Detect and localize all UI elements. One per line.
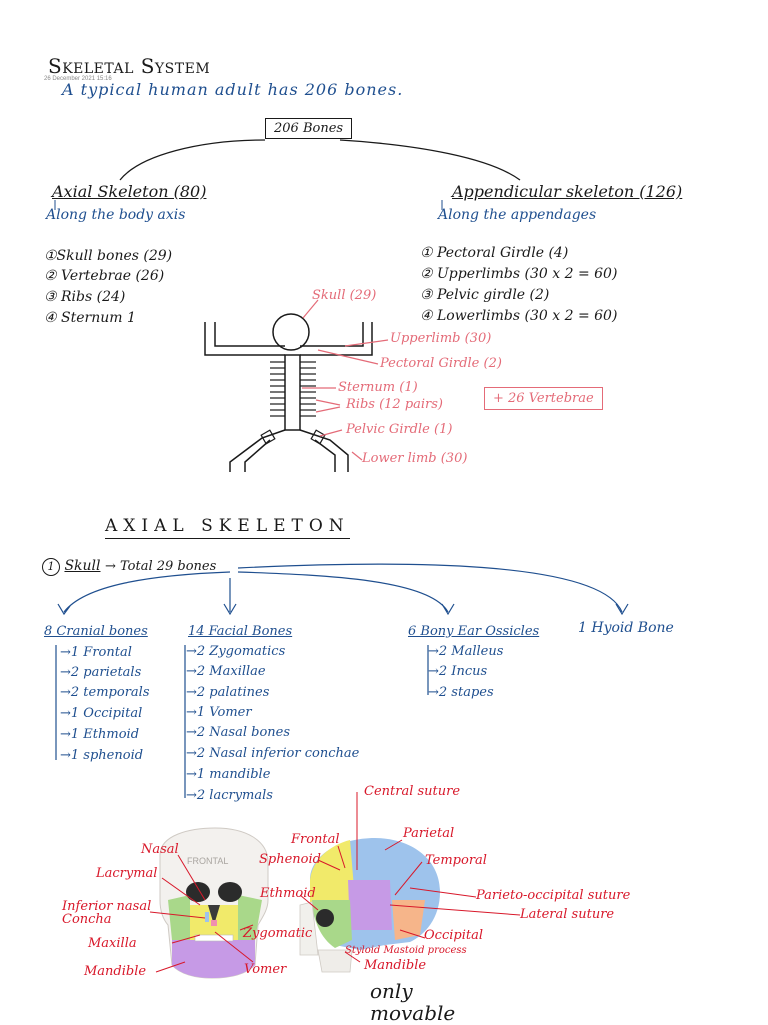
front-skull-caption: FRONTAL xyxy=(187,856,229,866)
cranial-item: →1 Occipital xyxy=(60,706,143,721)
label-parietal: Parietal xyxy=(403,826,455,841)
cranial-item: →2 temporals xyxy=(60,685,150,700)
skull-number-circle: 1 xyxy=(42,558,60,576)
ossicle-item: →2 Incus xyxy=(428,664,488,679)
note-only-movable: only movable xyxy=(370,979,456,1025)
appendicular-heading: Appendicular skeleton (126) xyxy=(452,182,683,201)
timestamp: 26 December 2021 15:16 xyxy=(44,76,112,82)
label-parieto-occipital-suture: Parieto-occipital suture xyxy=(476,888,631,903)
cranial-item: →1 Ethmoid xyxy=(60,727,140,742)
facial-item: →1 Vomer xyxy=(186,705,252,720)
skull-word: Skull xyxy=(64,558,101,574)
label-zygomatic: Zygomatic xyxy=(243,926,313,941)
appendicular-item-pelvic: ③ Pelvic girdle (2) xyxy=(420,287,550,303)
group-cranial-heading: 8 Cranial bones xyxy=(44,624,148,639)
vertebrae-box: + 26 Vertebrae xyxy=(484,387,603,410)
label-lacrymal: Lacrymal xyxy=(96,866,158,881)
label-skull: Skull (29) xyxy=(312,288,377,303)
cranial-item: →2 parietals xyxy=(60,665,142,680)
ossicle-item: →2 stapes xyxy=(428,685,494,700)
label-temporal: Temporal xyxy=(425,853,487,868)
axial-heading: Axial Skeleton (80) xyxy=(52,182,207,201)
appendicular-item-pectoral: ① Pectoral Girdle (4) xyxy=(420,245,569,261)
label-occipital: Occipital xyxy=(424,928,483,943)
label-ribs: Ribs (12 pairs) xyxy=(346,397,444,412)
label-maxilla: Maxilla xyxy=(88,936,137,951)
appendicular-item-upperlimbs: ② Upperlimbs (30 x 2 = 60) xyxy=(420,266,618,282)
page-title: Skeletal System xyxy=(48,54,211,78)
label-central-suture: Central suture xyxy=(364,784,461,799)
group-hyoid-heading: 1 Hyoid Bone xyxy=(578,620,674,636)
facial-item: →2 Maxillae xyxy=(186,664,266,679)
group-facial-heading: 14 Facial Bones xyxy=(188,624,293,639)
label-pectoral-girdle: Pectoral Girdle (2) xyxy=(380,356,502,371)
facial-item: →2 Nasal inferior conchae xyxy=(186,746,360,761)
group-ossicles-heading: 6 Bony Ear Ossicles xyxy=(408,624,540,639)
label-styloid-mastoid: Styloid Mastoid process xyxy=(345,945,467,956)
front-skull-drawing xyxy=(159,827,269,979)
facial-item: →2 palatines xyxy=(186,685,270,700)
label-ethmoid: Ethmoid xyxy=(260,886,316,901)
axial-item-skull: ①Skull bones (29) xyxy=(44,248,173,264)
label-nasal: Nasal xyxy=(141,842,179,857)
root-box-206-bones: 206 Bones xyxy=(265,118,353,139)
axial-item-vertebrae: ② Vertebrae (26) xyxy=(44,268,165,284)
label-lower-limb: Lower limb (30) xyxy=(362,451,468,466)
facial-item: →2 Nasal bones xyxy=(186,725,291,740)
label-vomer: Vomer xyxy=(244,962,287,977)
axial-item-ribs: ③ Ribs (24) xyxy=(44,289,126,305)
appendicular-item-lowerlimbs: ④ Lowerlimbs (30 x 2 = 60) xyxy=(420,308,618,324)
label-sphenoid: Sphenoid xyxy=(259,852,321,867)
cranial-item: →1 sphenoid xyxy=(60,748,144,763)
label-side-mandible: Mandible xyxy=(364,958,427,973)
facial-item: →2 Zygomatics xyxy=(186,644,286,659)
skull-line: 1 Skull → Total 29 bones xyxy=(42,558,216,576)
axial-section-heading: AXIAL SKELETON xyxy=(105,516,350,539)
label-frontal: Frontal xyxy=(291,832,340,847)
skull-total: → Total 29 bones xyxy=(104,559,217,574)
label-upperlimb: Upperlimb (30) xyxy=(390,331,492,346)
ossicle-item: →2 Malleus xyxy=(428,644,504,659)
axial-item-sternum: ④ Sternum 1 xyxy=(44,310,136,326)
appendicular-subtitle: Along the appendages xyxy=(438,207,597,223)
facial-item: →2 lacrymals xyxy=(186,788,273,803)
label-sternum: Sternum (1) xyxy=(338,380,418,395)
facial-item: →1 mandible xyxy=(186,767,271,782)
label-pelvic-girdle: Pelvic Girdle (1) xyxy=(346,422,453,437)
axial-subtitle: Along the body axis xyxy=(46,207,186,223)
label-inferior-nasal-concha: Inferior nasal Concha xyxy=(62,899,152,927)
intro-text: A typical human adult has 206 bones. xyxy=(62,80,404,99)
label-mandible: Mandible xyxy=(84,964,147,979)
cranial-item: →1 Frontal xyxy=(60,645,132,660)
label-lateral-suture: Lateral suture xyxy=(520,907,615,922)
